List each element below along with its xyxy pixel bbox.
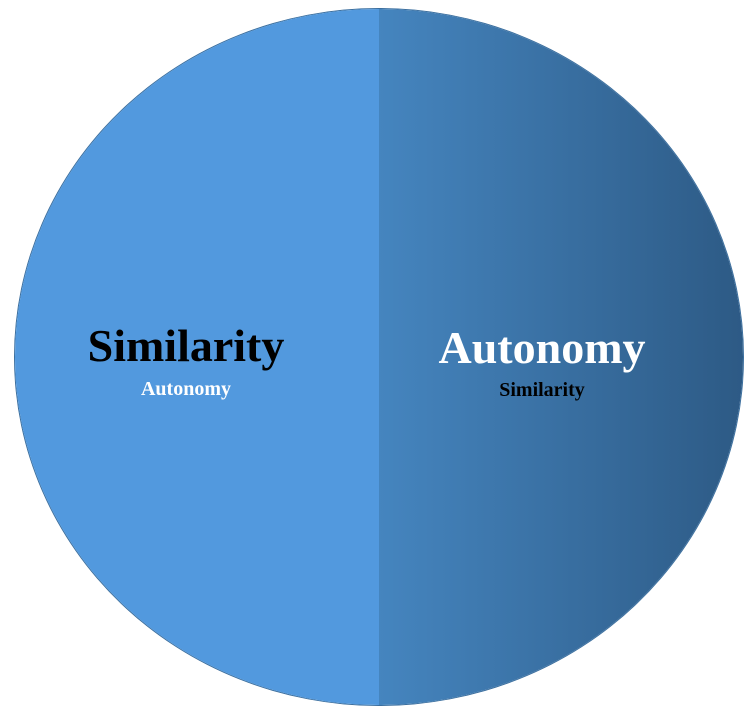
left-segment	[15, 9, 379, 705]
right-main-label: Autonomy	[438, 322, 646, 373]
right-segment	[379, 9, 743, 705]
split-circle	[14, 8, 744, 706]
left-sub-label: Autonomy	[140, 378, 232, 400]
left-main-label: Similarity	[87, 320, 285, 371]
right-sub-label: Similarity	[499, 379, 585, 401]
